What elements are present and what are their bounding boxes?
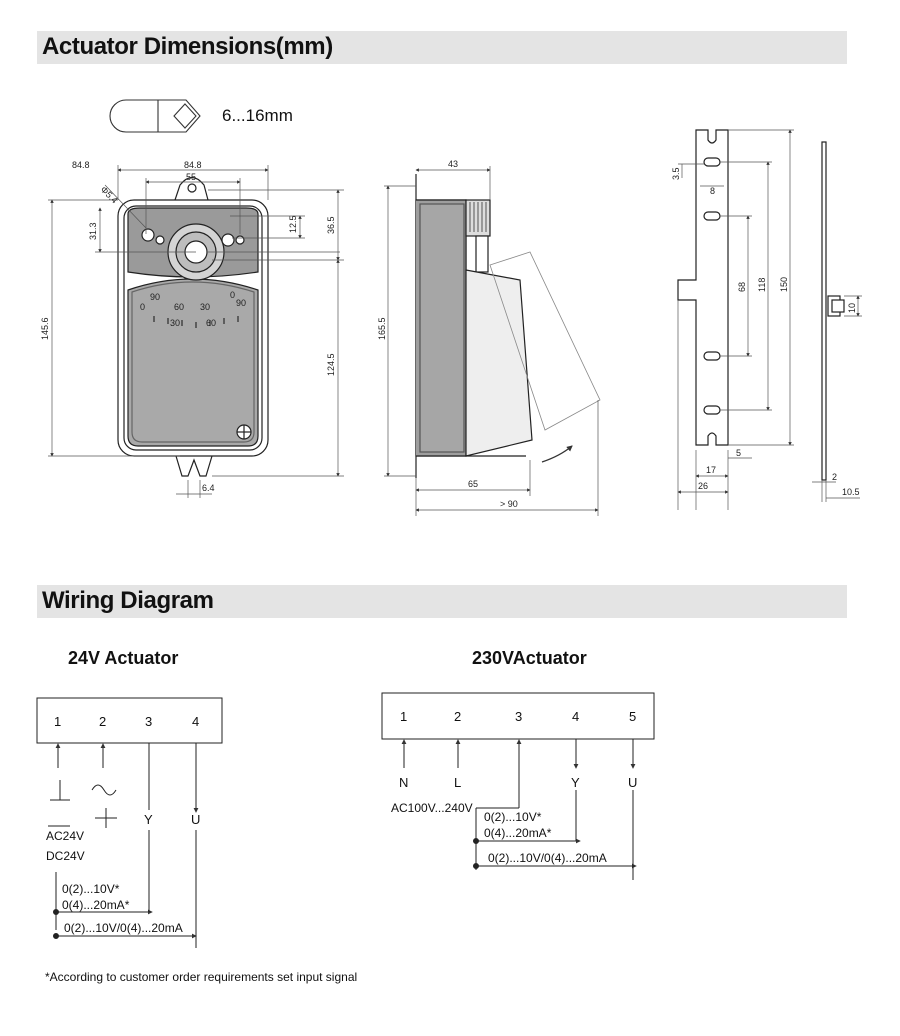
wiring-24v-diagram bbox=[36, 697, 223, 948]
wiring-title: Wiring Diagram bbox=[42, 587, 214, 614]
label-dc24v: DC24V bbox=[46, 849, 85, 863]
side-height: 165.5 bbox=[377, 317, 387, 340]
bracket-slot-width: 8 bbox=[710, 186, 715, 196]
bracket-depth: 10.5 bbox=[842, 487, 860, 497]
terminal-230v-1: 1 bbox=[400, 709, 407, 724]
shaft-symbol bbox=[109, 99, 201, 133]
wiring-230v-title: 230VActuator bbox=[472, 648, 587, 668]
label-230v-u: U bbox=[628, 775, 637, 790]
front-dimension-lines bbox=[48, 165, 344, 498]
side-view bbox=[415, 174, 601, 478]
wiring-230v-diagram bbox=[381, 692, 655, 880]
scale-right-90: 90 bbox=[236, 298, 246, 308]
bracket-width-inner: 17 bbox=[706, 465, 716, 475]
front-width-label-top: 84.8 bbox=[184, 160, 202, 170]
terminal-block-24v bbox=[36, 697, 223, 744]
label-230v-supply: AC100V...240V bbox=[391, 801, 473, 815]
scale-right-30: 30 bbox=[200, 302, 210, 312]
front-total-height: 145.6 bbox=[40, 317, 50, 340]
label-230v-y: Y bbox=[571, 775, 580, 790]
signal-230v-combined: 0(2)...10V/0(4)...20mA bbox=[488, 851, 607, 865]
wiring-230v-labels: 1 2 3 4 5 N L Y U AC100V...240V 0(2)...1… bbox=[391, 709, 637, 865]
signal-230v-current: 0(4)...20mA* bbox=[484, 826, 552, 840]
front-slot-width: 6.4 bbox=[202, 483, 215, 493]
terminal-24v-3: 3 bbox=[145, 714, 152, 729]
bracket-dimension-lines bbox=[677, 129, 862, 510]
terminal-230v-5: 5 bbox=[629, 709, 636, 724]
side-dimension-labels: 43 165.5 65 > 90 bbox=[377, 159, 518, 509]
wiring-24v-title: 24V Actuator bbox=[68, 648, 179, 668]
front-inner-width: 55 bbox=[186, 172, 196, 182]
front-shaft-offset: 12.5 bbox=[288, 215, 298, 233]
scale-right-0: 0 bbox=[230, 290, 235, 300]
label-230v-l: L bbox=[454, 775, 461, 790]
label-ac24v: AC24V bbox=[46, 829, 84, 843]
footnote: *According to customer order requirement… bbox=[45, 970, 358, 984]
side-depth: 65 bbox=[468, 479, 478, 489]
front-shaft-height: 36.5 bbox=[326, 216, 336, 234]
front-width-label-left: 84.8 bbox=[72, 160, 90, 170]
front-hole-dia: Φ5.4 bbox=[99, 184, 120, 205]
bracket-thickness: 2 bbox=[832, 472, 837, 482]
label-24v-y: Y bbox=[144, 812, 153, 827]
shaft-range-label: 6...16mm bbox=[222, 106, 293, 125]
front-top-offset: 31.3 bbox=[88, 222, 98, 240]
terminal-24v-1: 1 bbox=[54, 714, 61, 729]
side-clearance: > 90 bbox=[500, 499, 518, 509]
bracket-hole-spacing-outer: 118 bbox=[757, 278, 767, 292]
signal-24v-current: 0(4)...20mA* bbox=[62, 898, 130, 912]
front-scale-labels: 90 60 30 0 30 60 90 0 bbox=[140, 290, 246, 328]
bracket-height: 150 bbox=[779, 277, 789, 292]
bracket-slot-dim: 3.5 bbox=[671, 167, 681, 180]
bracket-hole-spacing-inner: 68 bbox=[737, 282, 747, 292]
bracket-width-outer: 26 bbox=[698, 481, 708, 491]
signal-24v-combined: 0(2)...10V/0(4)...20mA bbox=[64, 921, 183, 935]
bracket-foot: 10 bbox=[847, 303, 857, 313]
terminal-230v-3: 3 bbox=[515, 709, 522, 724]
terminal-230v-2: 2 bbox=[454, 709, 461, 724]
wiring-section-header: Wiring Diagram bbox=[37, 585, 847, 618]
terminal-block-230v bbox=[381, 692, 655, 740]
signal-230v-voltage: 0(2)...10V* bbox=[484, 810, 542, 824]
dimensions-title: Actuator Dimensions(mm) bbox=[42, 33, 333, 60]
scale-left-0: 0 bbox=[140, 302, 145, 312]
bracket-edge: 5 bbox=[736, 448, 741, 458]
signal-24v-voltage: 0(2)...10V* bbox=[62, 882, 120, 896]
scale-left-60: 60 bbox=[174, 302, 184, 312]
label-230v-n: N bbox=[399, 775, 408, 790]
wiring-24v-labels: 1 2 3 4 Y U AC24V DC24V 0(2)...10V* 0(4)… bbox=[46, 714, 200, 935]
terminal-230v-4: 4 bbox=[572, 709, 579, 724]
terminal-24v-4: 4 bbox=[192, 714, 199, 729]
side-dimension-lines bbox=[384, 166, 599, 516]
scale-right-60: 60 bbox=[206, 318, 216, 328]
side-top-depth: 43 bbox=[448, 159, 458, 169]
scale-left-30: 30 bbox=[170, 318, 180, 328]
scale-left-90: 90 bbox=[150, 292, 160, 302]
dimensions-section-header: Actuator Dimensions(mm) bbox=[37, 31, 847, 64]
terminal-24v-2: 2 bbox=[99, 714, 106, 729]
label-24v-u: U bbox=[191, 812, 200, 827]
front-body-height: 124.5 bbox=[326, 353, 336, 376]
bracket-view bbox=[677, 129, 845, 481]
bracket-dimension-labels: 3.5 8 68 118 150 5 17 26 2 10 10.5 bbox=[671, 167, 860, 497]
